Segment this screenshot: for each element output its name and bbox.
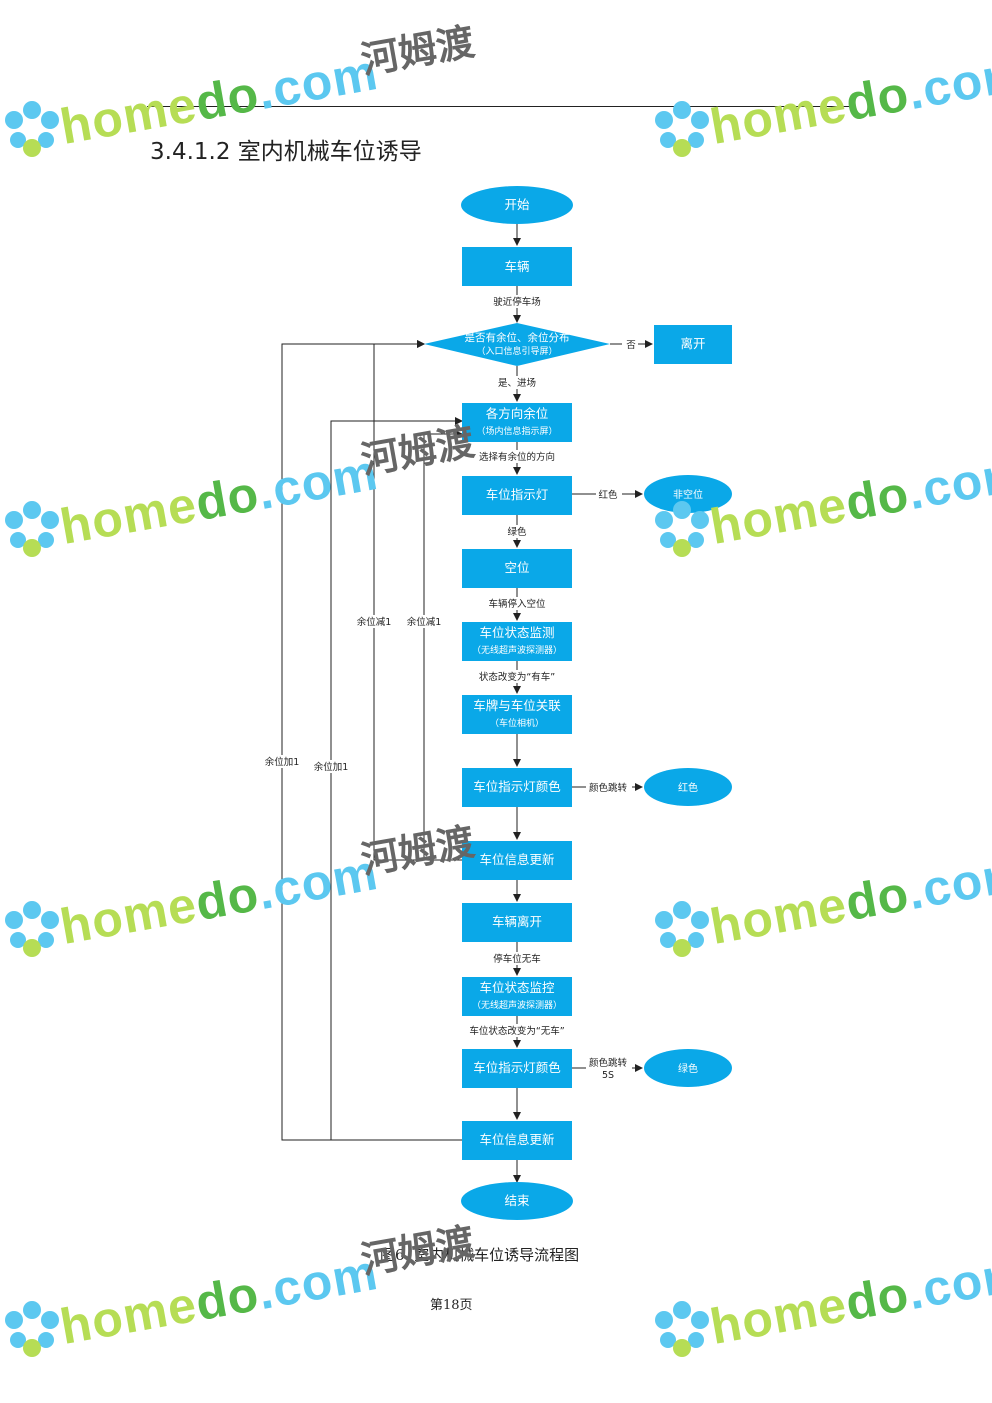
node-monitor-1: 车位状态监测 （无线超声波探测器） <box>462 622 572 661</box>
label-state-no-car: 车位状态改变为“无车” <box>469 1025 564 1037</box>
svg-text:（车位相机）: （车位相机） <box>490 717 544 729</box>
svg-text:（无线超声波探测器）: （无线超声波探测器） <box>472 999 562 1011</box>
label-minus1-a: 余位减1 <box>357 616 392 628</box>
svg-text:绿色: 绿色 <box>678 1062 698 1075</box>
edge-labels: 驶近停车场 否 是、进场 选择有余位的方向 红色 绿色 车辆停入空位 状态改变为… <box>262 295 638 1082</box>
svg-text:车辆: 车辆 <box>504 259 529 274</box>
svg-text:（无线超声波探测器）: （无线超声波探测器） <box>472 644 562 656</box>
label-color-jump-1: 颜色跳转 <box>589 782 628 794</box>
label-no-car: 停车位无车 <box>493 953 541 965</box>
node-update-2: 车位信息更新 <box>462 1121 572 1160</box>
node-vehicle: 车辆 <box>462 247 572 286</box>
node-end: 结束 <box>461 1182 573 1220</box>
svg-text:红色: 红色 <box>678 781 698 794</box>
node-indicator: 车位指示灯 <box>462 476 572 515</box>
section-heading: 3.4.1.2 室内机械车位诱导 <box>150 139 422 165</box>
svg-text:是否有余位、余位分布: 是否有余位、余位分布 <box>465 331 570 344</box>
node-directions: 各方向余位 （场内信息指示屏） <box>462 403 572 442</box>
svg-text:非空位: 非空位 <box>673 488 703 501</box>
page-number: 第18页 <box>430 1298 473 1313</box>
label-has-car: 状态改变为“有车” <box>479 671 555 683</box>
svg-text:车位指示灯颜色: 车位指示灯颜色 <box>473 1060 561 1075</box>
svg-text:车位信息更新: 车位信息更新 <box>479 852 554 867</box>
node-vehicle-leave: 车辆离开 <box>462 903 572 942</box>
node-plate: 车牌与车位关联 （车位相机） <box>462 695 572 734</box>
label-5s: 5S <box>602 1070 614 1081</box>
label-plus1-b: 余位加1 <box>314 761 349 773</box>
svg-text:结束: 结束 <box>504 1193 530 1208</box>
label-green: 绿色 <box>507 526 527 538</box>
figure-caption: 图6. 室内机械车位诱导流程图 <box>380 1246 580 1264</box>
label-plus1-a: 余位加1 <box>265 756 300 768</box>
node-decision: 是否有余位、余位分布 （入口信息引导屏） <box>424 323 610 366</box>
node-monitor-2: 车位状态监控 （无线超声波探测器） <box>462 977 572 1016</box>
label-no: 否 <box>626 340 636 351</box>
svg-text:离开: 离开 <box>680 336 705 351</box>
svg-text:车牌与车位关联: 车牌与车位关联 <box>473 698 561 713</box>
node-start: 开始 <box>461 186 573 224</box>
label-park: 车辆停入空位 <box>488 598 546 610</box>
node-update-1: 车位信息更新 <box>462 841 572 880</box>
header-rule <box>147 106 850 107</box>
label-yes: 是、进场 <box>498 378 536 389</box>
svg-text:开始: 开始 <box>504 197 530 212</box>
svg-text:车位状态监控: 车位状态监控 <box>479 980 555 995</box>
label-choose: 选择有余位的方向 <box>479 451 555 463</box>
label-color-jump-2: 颜色跳转 <box>589 1057 628 1069</box>
label-approach: 驶近停车场 <box>493 296 541 308</box>
label-minus1-b: 余位减1 <box>407 616 442 628</box>
node-empty: 空位 <box>462 549 572 588</box>
node-green: 绿色 <box>644 1049 732 1087</box>
svg-text:车位状态监测: 车位状态监测 <box>479 625 554 640</box>
svg-text:车位信息更新: 车位信息更新 <box>479 1132 554 1147</box>
svg-text:（场内信息指示屏）: （场内信息指示屏） <box>476 425 557 437</box>
node-leave: 离开 <box>654 325 732 364</box>
node-indicator-color-2: 车位指示灯颜色 <box>462 1049 572 1088</box>
node-red: 红色 <box>644 768 732 806</box>
svg-text:各方向余位: 各方向余位 <box>486 406 549 421</box>
svg-text:空位: 空位 <box>504 560 529 575</box>
svg-text:车位指示灯: 车位指示灯 <box>486 487 549 502</box>
svg-text:车辆离开: 车辆离开 <box>492 914 542 929</box>
svg-text:（入口信息引导屏）: （入口信息引导屏） <box>476 345 557 357</box>
feedback-loops <box>281 340 463 1141</box>
svg-text:车位指示灯颜色: 车位指示灯颜色 <box>473 779 561 794</box>
node-indicator-color-1: 车位指示灯颜色 <box>462 768 572 807</box>
label-red: 红色 <box>598 489 618 501</box>
node-occupied: 非空位 <box>644 475 732 513</box>
